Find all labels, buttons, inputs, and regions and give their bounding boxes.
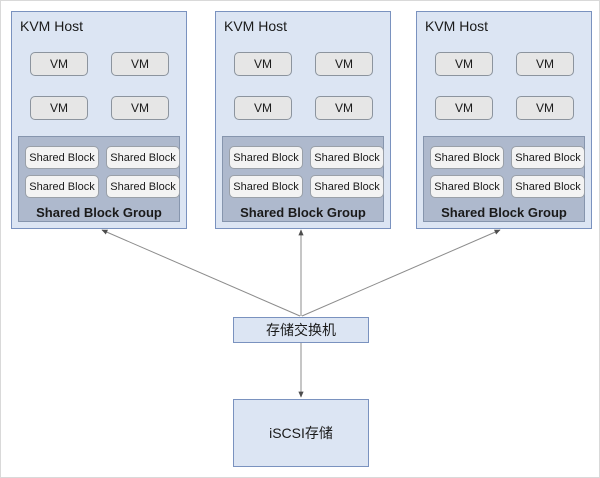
vm-node[interactable]: VM [30, 52, 88, 76]
shared-block[interactable]: Shared Block [229, 146, 303, 169]
shared-block-group-label: Shared Block Group [240, 205, 366, 220]
shared-block[interactable]: Shared Block [229, 175, 303, 198]
shared-block-group[interactable]: Shared Block Shared Block Shared Block S… [423, 136, 585, 222]
vm-node[interactable]: VM [111, 52, 169, 76]
vm-node[interactable]: VM [234, 52, 292, 76]
shared-block[interactable]: Shared Block [310, 175, 384, 198]
vm-node[interactable]: VM [516, 96, 574, 120]
kvm-host-3[interactable]: KVM Host VM VM VM VM Shared Block Shared… [416, 11, 592, 229]
vm-node[interactable]: VM [30, 96, 88, 120]
shared-block[interactable]: Shared Block [310, 146, 384, 169]
edge-switch-to-host-1 [101, 229, 301, 317]
storage-switch-node[interactable]: 存储交换机 [233, 317, 369, 343]
kvm-host-title: KVM Host [224, 18, 288, 34]
edge-switch-to-host-3 [301, 229, 501, 317]
vm-node[interactable]: VM [516, 52, 574, 76]
shared-block[interactable]: Shared Block [430, 146, 504, 169]
iscsi-storage-node[interactable]: iSCSI存储 [233, 399, 369, 467]
vm-node[interactable]: VM [315, 52, 373, 76]
vm-area: VM VM VM VM [417, 12, 591, 136]
vm-node[interactable]: VM [111, 96, 169, 120]
shared-block[interactable]: Shared Block [430, 175, 504, 198]
vm-node[interactable]: VM [435, 96, 493, 120]
shared-block-group[interactable]: Shared Block Shared Block Shared Block S… [222, 136, 384, 222]
shared-block[interactable]: Shared Block [511, 175, 585, 198]
kvm-host-title: KVM Host [425, 18, 489, 34]
shared-block[interactable]: Shared Block [511, 146, 585, 169]
vm-node[interactable]: VM [315, 96, 373, 120]
kvm-host-title: KVM Host [20, 18, 84, 34]
shared-block-group-label: Shared Block Group [36, 205, 162, 220]
kvm-host-1[interactable]: KVM Host VM VM VM VM Shared Block Shared… [11, 11, 187, 229]
vm-area: VM VM VM VM [12, 12, 186, 136]
storage-switch-label: 存储交换机 [266, 322, 336, 338]
iscsi-storage-label: iSCSI存储 [269, 425, 333, 441]
shared-block-group-label: Shared Block Group [441, 205, 567, 220]
shared-block[interactable]: Shared Block [106, 175, 180, 198]
kvm-host-2[interactable]: KVM Host VM VM VM VM Shared Block Shared… [215, 11, 391, 229]
shared-block[interactable]: Shared Block [106, 146, 180, 169]
shared-block[interactable]: Shared Block [25, 146, 99, 169]
vm-node[interactable]: VM [234, 96, 292, 120]
shared-block-group[interactable]: Shared Block Shared Block Shared Block S… [18, 136, 180, 222]
vm-area: VM VM VM VM [216, 12, 390, 136]
shared-block[interactable]: Shared Block [25, 175, 99, 198]
vm-node[interactable]: VM [435, 52, 493, 76]
